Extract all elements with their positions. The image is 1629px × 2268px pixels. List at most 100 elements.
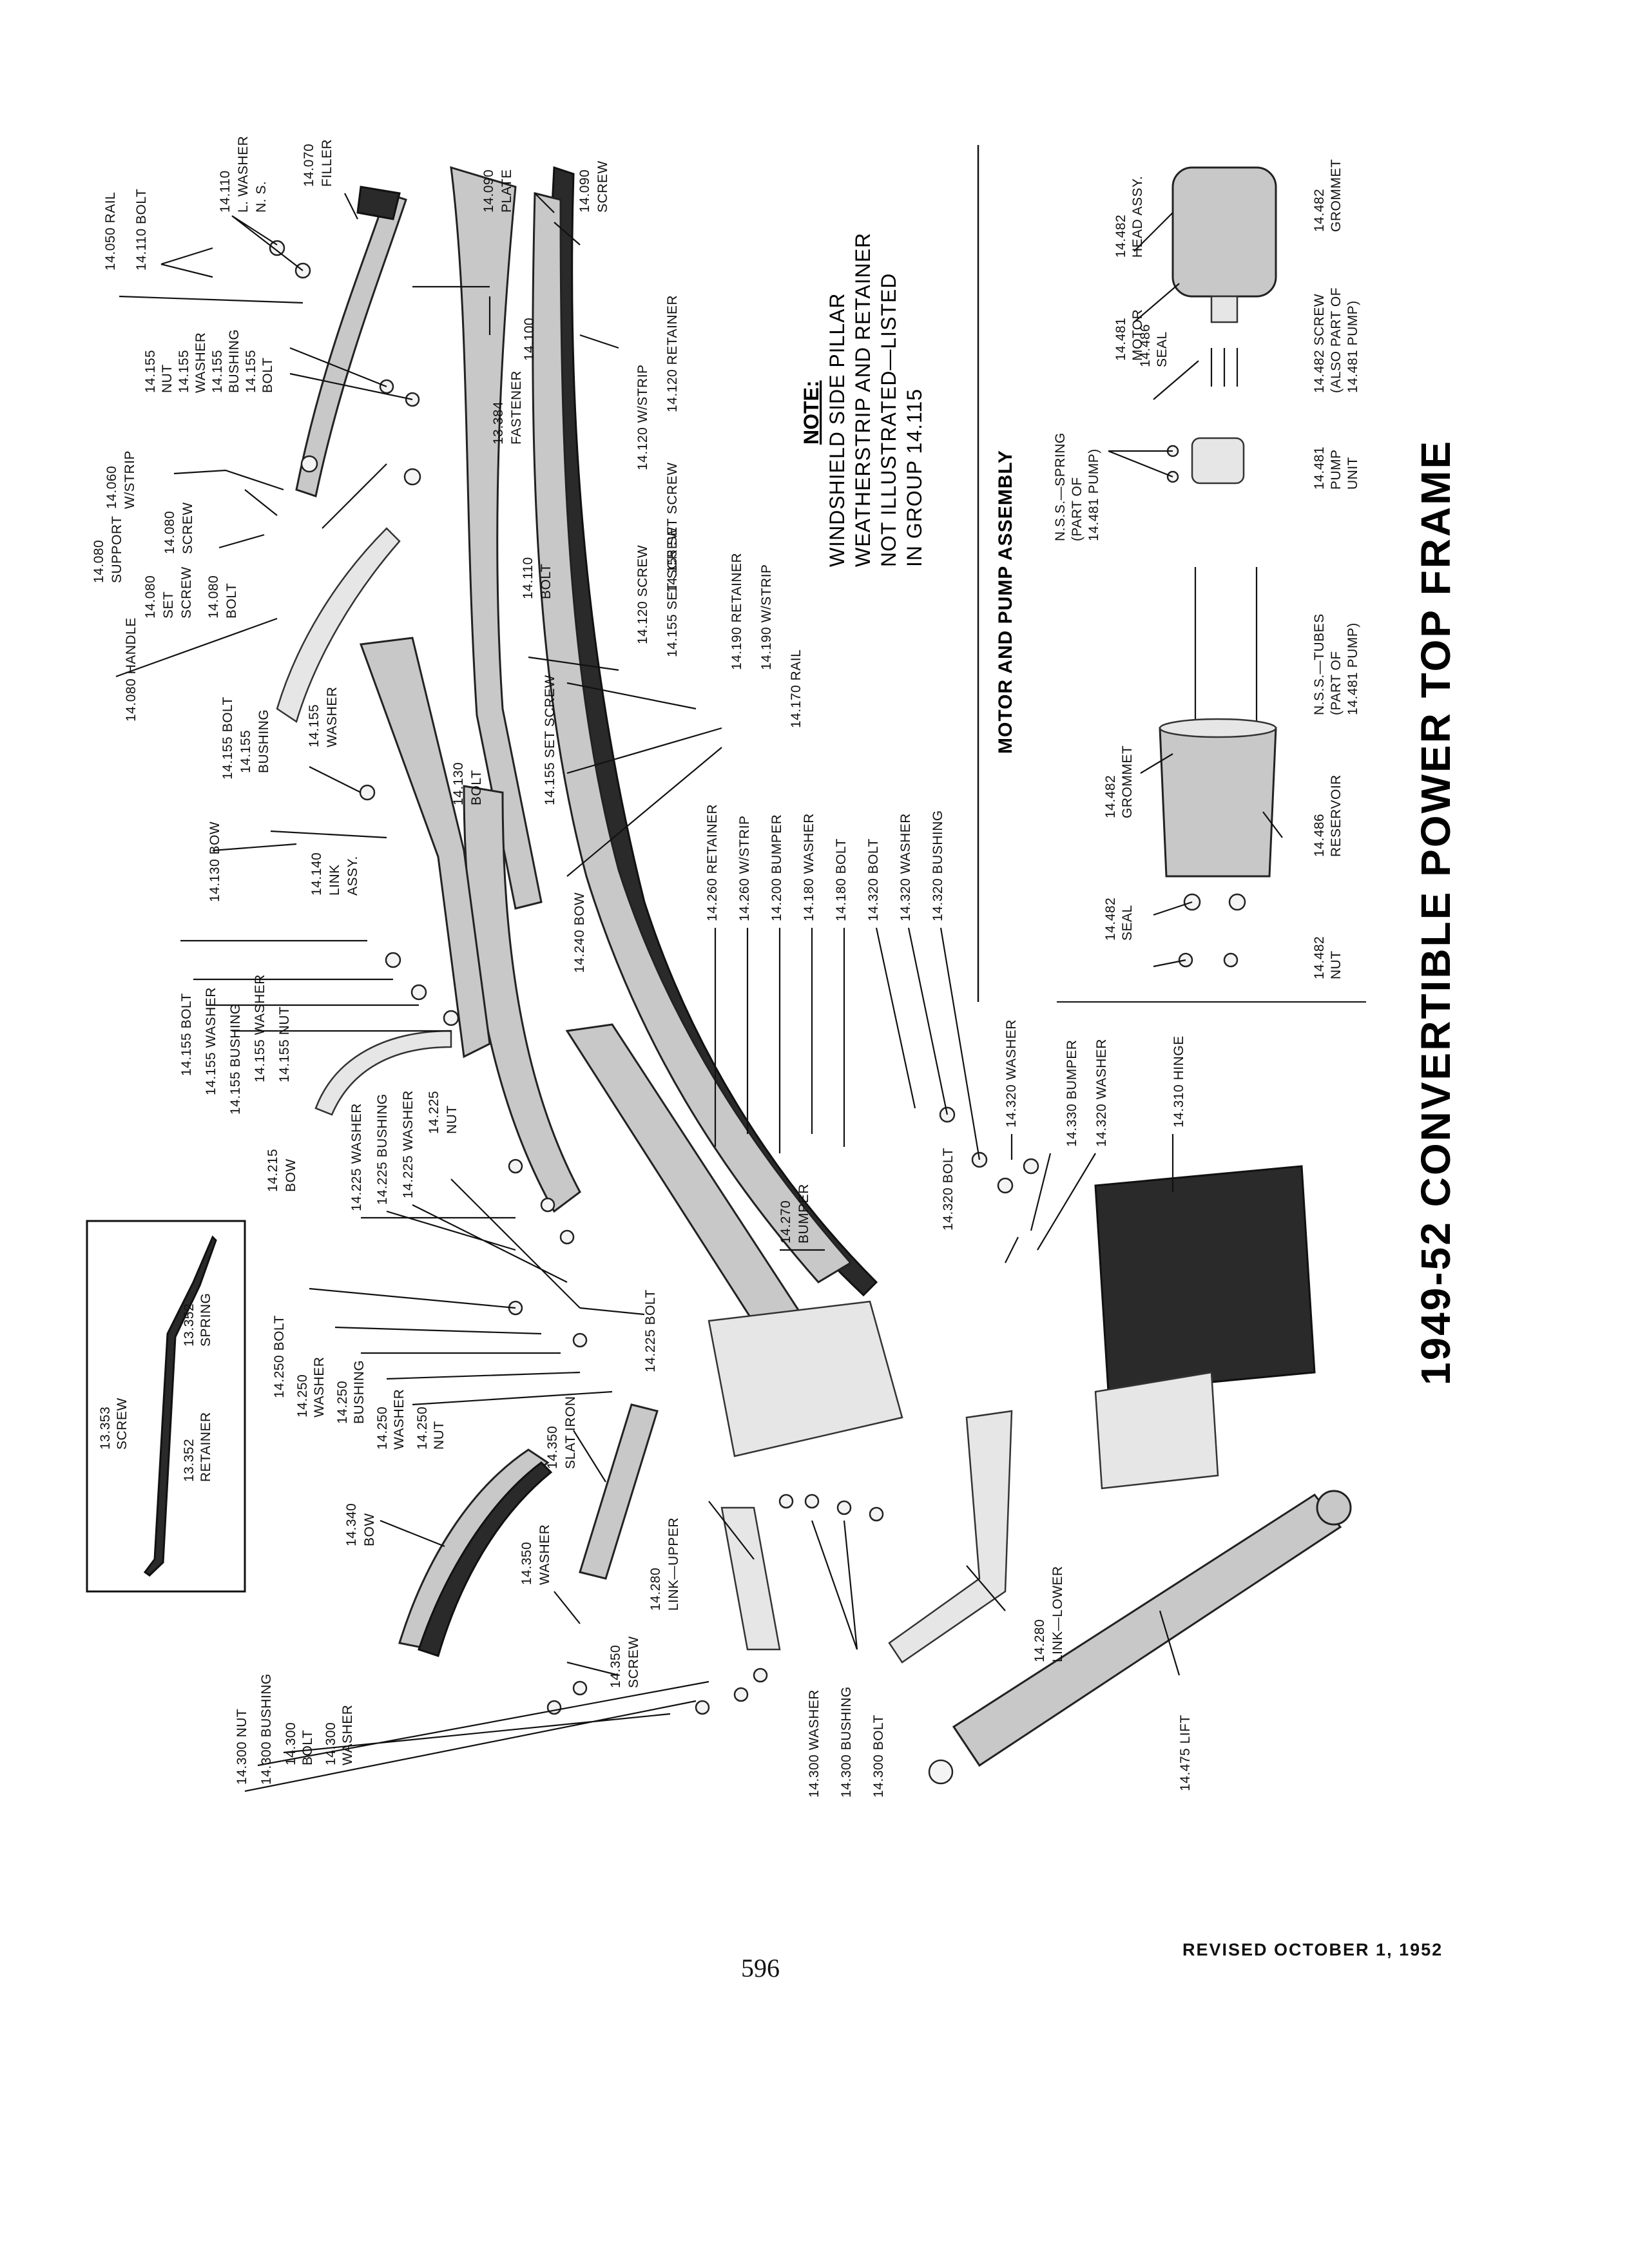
part-label: 14.250 <box>415 1407 430 1450</box>
part-label: 14.180 BOLT <box>834 838 849 921</box>
part-label: 14.260 W/STRIP <box>737 815 752 921</box>
part-label: 14.330 BUMPER <box>1065 1040 1079 1147</box>
part-label: N.S.S.—TUBES <box>1312 613 1327 715</box>
part-label: WASHER <box>193 332 208 393</box>
part-label: 14.155 <box>177 350 191 393</box>
part-label: BUSHING <box>256 709 271 773</box>
part-label: 14.155 WASHER <box>204 987 218 1095</box>
part-label: 13.353 <box>98 1407 113 1450</box>
part-label: 14.250 <box>295 1374 310 1418</box>
part-label: 14.155 <box>210 350 225 393</box>
part-label: BOLT <box>469 770 484 805</box>
part-label: 14.100 <box>522 318 537 361</box>
part-label: LINK—UPPER <box>666 1517 681 1611</box>
part-label: L. WASHER <box>236 136 251 213</box>
part-label: 14.060 <box>104 466 119 509</box>
part-label: 14.090 <box>577 169 592 213</box>
lift-cylinder-part <box>952 1494 1342 1767</box>
part-label: 14.080 <box>92 540 106 583</box>
part-label: UNIT <box>1345 457 1360 490</box>
part-label: 14.080 <box>162 511 177 554</box>
part-label: 14.130 BOW <box>207 822 222 902</box>
part-label: 14.482 <box>1312 936 1327 979</box>
part-label: 14.486 <box>1138 324 1153 367</box>
hinge-plate-part <box>708 1300 903 1457</box>
part-label: 14.180 WASHER <box>802 813 816 921</box>
lower-part-labels: 13.353 SCREW 13.352 RETAINER 13.352 SPRI… <box>98 1293 1193 1798</box>
part-label: NUT <box>160 364 175 393</box>
part-label: RESERVOIR <box>1329 774 1344 857</box>
part-label: 14.110 BOLT <box>134 189 149 271</box>
part-label: FILLER <box>320 139 334 187</box>
header-rail-part <box>450 166 543 910</box>
part-label: 14.215 <box>265 1149 280 1192</box>
part-label: 14.110 <box>521 557 535 599</box>
part-label: 14.300 WASHER <box>807 1689 822 1798</box>
part-label: 14.250 <box>335 1381 350 1424</box>
part-label: 14.481 PUMP) <box>1345 622 1360 715</box>
part-label: 14.320 BOLT <box>941 1148 956 1231</box>
part-label: 14.225 WASHER <box>401 1090 416 1198</box>
part-label: 14.080 <box>206 575 221 619</box>
part-label: MOTOR <box>1130 309 1145 361</box>
part-label: N.S.S.—SPRING <box>1053 432 1068 541</box>
part-label: (PART OF <box>1329 651 1344 715</box>
part-label: SCREW <box>180 502 195 554</box>
part-label: 14.482 <box>1103 898 1118 941</box>
part-label: BOW <box>362 1513 377 1546</box>
part-label: BOLT <box>224 583 239 619</box>
part-label: PLATE <box>499 169 514 213</box>
part-label: 14.190 RETAINER <box>729 553 744 670</box>
part-label: 14.300 <box>323 1722 338 1765</box>
part-label: BOLT <box>260 358 275 393</box>
part-label: WASHER <box>340 1705 355 1765</box>
bow-14-215-part <box>314 1030 452 1116</box>
leader-lines <box>115 193 1283 1792</box>
slat-iron-part <box>579 1403 659 1580</box>
part-label: 14.481 <box>1312 447 1327 490</box>
part-label: 14.486 <box>1312 814 1327 857</box>
part-label: 14.155 SET SCREW <box>665 526 680 657</box>
part-label: NUT <box>445 1105 459 1134</box>
part-label: 14.320 WASHER <box>1094 1039 1109 1147</box>
filler-part <box>356 186 401 220</box>
part-label: N. S. <box>254 181 269 213</box>
part-label: 14.260 RETAINER <box>705 804 720 921</box>
part-label: 14.120 SCREW <box>635 545 650 644</box>
part-label: LINK—LOWER <box>1050 1566 1065 1662</box>
motor-section-title: MOTOR AND PUMP ASSEMBLY <box>995 450 1016 754</box>
page-title: 1949-52 CONVERTIBLE POWER TOP FRAME <box>1412 439 1459 1385</box>
part-label: 14.250 BOLT <box>272 1315 287 1398</box>
part-label: 14.070 <box>302 144 316 187</box>
part-label: 14.270 <box>778 1200 793 1244</box>
part-label: NUT <box>1329 950 1344 979</box>
part-label: 14.481 PUMP) <box>1086 448 1101 541</box>
part-label: SCREW <box>115 1398 130 1450</box>
part-label: 14.130 <box>451 762 466 805</box>
revised-date: REVISED OCTOBER 1, 1952 <box>1182 1940 1443 1959</box>
part-label: HEAD ASSY. <box>1130 176 1145 258</box>
part-label: 14.170 RAIL <box>789 649 804 728</box>
part-label: 14.155 <box>143 350 158 393</box>
part-label: 14.482 <box>1103 775 1118 818</box>
part-label: 14.155 <box>307 704 322 747</box>
rear-bow-inner-part <box>418 1461 553 1657</box>
part-label: (ALSO PART OF <box>1329 287 1344 393</box>
note-block: NOTE: WINDSHIELD SIDE PILLAR WEATHERSTRI… <box>800 233 926 567</box>
part-label: SCREW <box>626 1636 641 1688</box>
part-label: 14.300 BOLT <box>871 1715 886 1798</box>
part-label: 14.155 BOLT <box>220 697 235 780</box>
part-label: 14.225 BOLT <box>643 1289 658 1372</box>
part-label: 14.080 HANDLE <box>124 617 139 722</box>
part-label: PUMP <box>1329 449 1344 490</box>
part-label: 14.280 <box>1032 1619 1047 1662</box>
part-label: 14.482 <box>1312 189 1327 232</box>
part-label: 14.340 <box>344 1503 359 1546</box>
part-label: 14.350 <box>519 1542 534 1585</box>
part-label: 14.225 BUSHING <box>375 1093 390 1205</box>
part-label: 14.090 <box>481 169 496 213</box>
part-label: 14.120 W/STRIP <box>635 364 650 470</box>
part-label: 14.320 BUSHING <box>930 810 945 921</box>
part-label: WASHER <box>312 1357 327 1418</box>
